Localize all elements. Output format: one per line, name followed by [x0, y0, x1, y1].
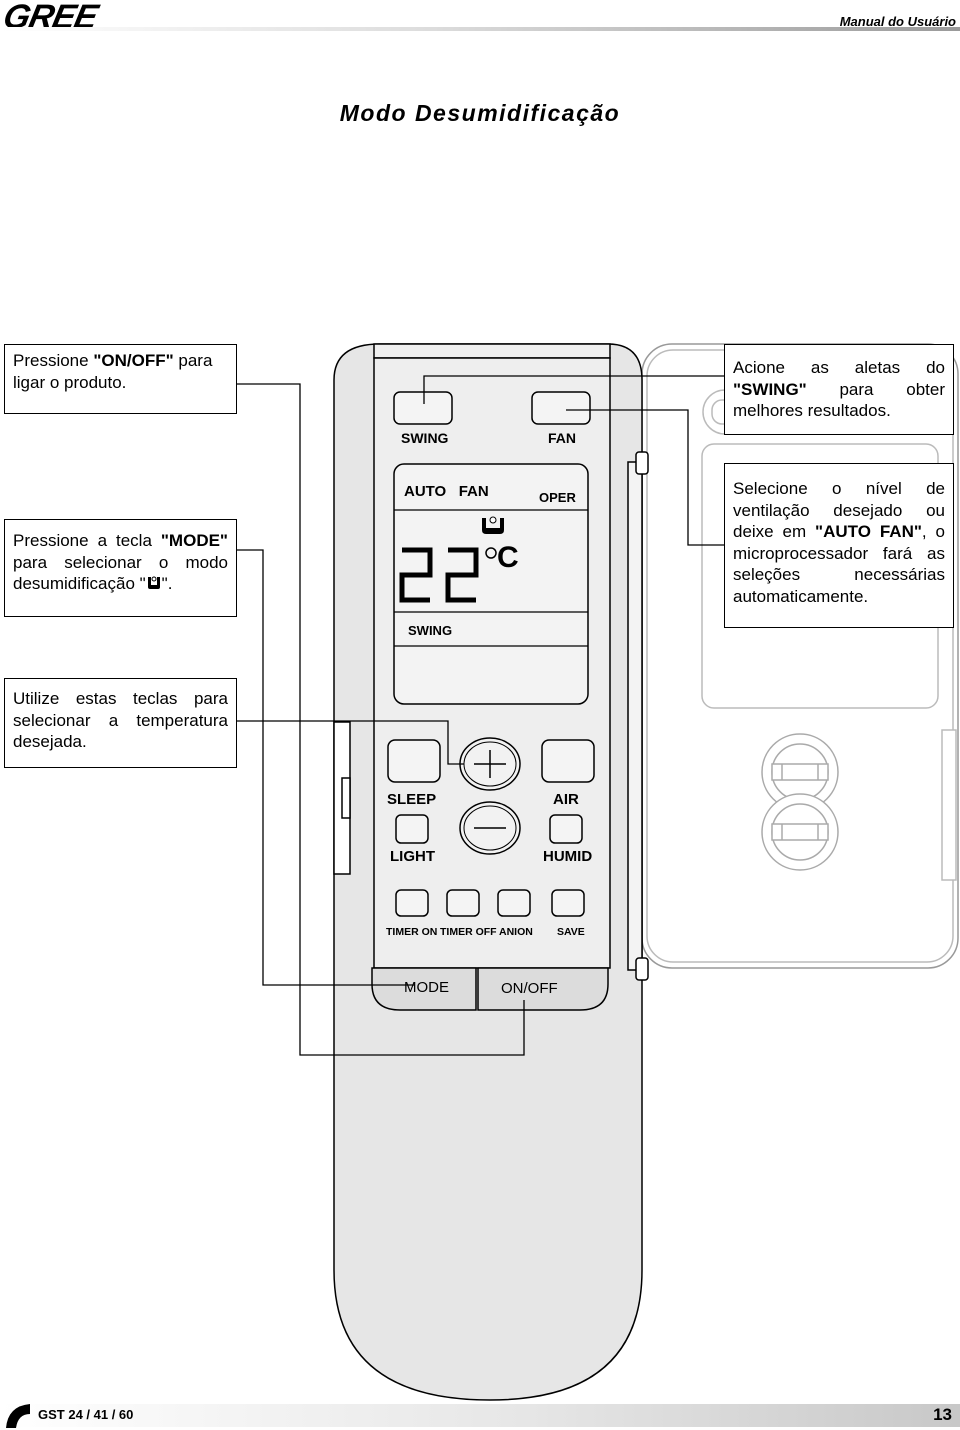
oper-label: OPER	[539, 490, 576, 505]
save-button	[551, 889, 585, 917]
air-button	[541, 739, 595, 783]
onoff-label: ON/OFF	[501, 980, 558, 997]
humid-label: HUMID	[543, 848, 593, 865]
dehumidify-icon	[147, 576, 160, 589]
manual-title: Manual do Usuário	[839, 14, 956, 29]
timer-off-button	[446, 889, 480, 917]
page-number: 13	[933, 1405, 952, 1424]
footer-model: GST 24 / 41 / 60	[38, 1407, 134, 1422]
degree-icon	[485, 547, 497, 559]
sleep-button	[387, 739, 441, 783]
timer-on-button	[395, 889, 429, 917]
timer-on-label: TIMER ON	[386, 926, 438, 938]
remote-holder	[641, 343, 959, 969]
callout-mode: Pressione a tecla "MODE" para selecionar…	[4, 519, 237, 617]
temperature-digits	[399, 547, 479, 603]
celsius-label: C	[497, 541, 519, 574]
humid-button	[549, 814, 583, 844]
swing-label: SWING	[401, 430, 449, 446]
mode-label: MODE	[404, 979, 449, 996]
leader-lines	[237, 375, 724, 1056]
gree-footer-logo-icon	[6, 1404, 30, 1428]
callout-fan: Selecione o nível de ventilação desejado…	[724, 463, 954, 628]
swing-button	[393, 391, 453, 425]
dehumidify-icon	[482, 516, 504, 534]
anion-button	[497, 889, 531, 917]
mode-button	[371, 967, 477, 1011]
fan-button	[531, 391, 591, 425]
sleep-label: SLEEP	[387, 791, 437, 808]
callout-temperature: Utilize estas teclas para selecionar a t…	[4, 678, 237, 768]
lcd-display	[393, 463, 589, 705]
callout-onoff: Pressione "ON/OFF" para ligar o produto.	[4, 344, 237, 414]
header-bar	[0, 27, 960, 31]
footer-bar	[0, 1404, 960, 1427]
fan-label: FAN	[548, 430, 576, 446]
light-label: LIGHT	[390, 848, 435, 865]
auto-fan-label: AUTO FAN	[404, 483, 489, 500]
air-label: AIR	[553, 791, 579, 808]
onoff-button	[477, 967, 609, 1011]
display-swing-label: SWING	[408, 623, 453, 638]
timer-off-label: TIMER OFF	[440, 926, 497, 938]
page-title: Modo Desumidificação	[339, 100, 621, 126]
save-label: SAVE	[557, 926, 585, 938]
light-button	[395, 814, 429, 844]
anion-label: ANION	[499, 926, 533, 938]
callout-swing: Acione as aletas do "SWING" para obter m…	[724, 344, 954, 435]
